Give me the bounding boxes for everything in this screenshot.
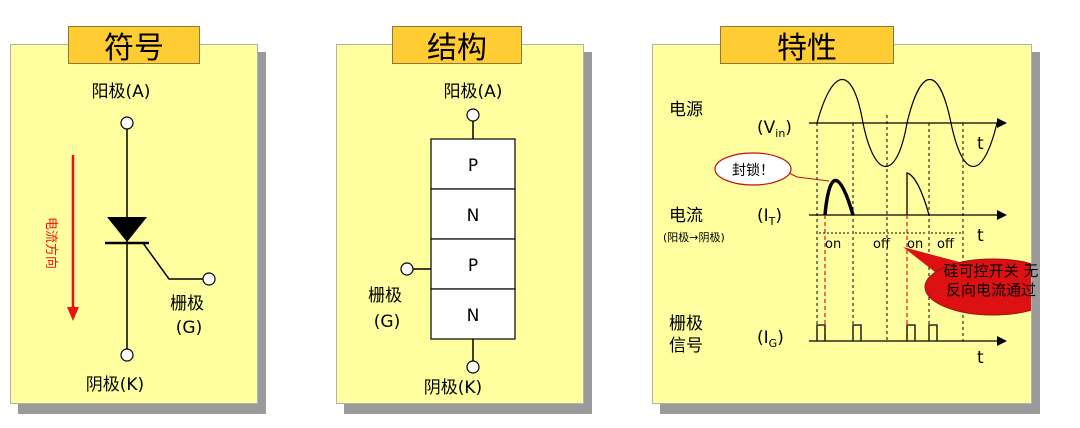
layer-n1 xyxy=(430,188,516,240)
note-text: 硅可控开关 无 反向电流通过 xyxy=(926,262,1056,300)
symbol-title: 符号 xyxy=(68,26,200,66)
interval-off-1: off xyxy=(873,237,891,252)
symbol-gate-label: 栅极 xyxy=(170,294,204,314)
current-sublabel: (阳极→阴极) xyxy=(663,230,725,244)
block-callout-bubble xyxy=(714,152,792,186)
ig-label: (IG) xyxy=(757,328,784,350)
ig-pulse-4 xyxy=(928,324,938,341)
symbol-gate-sub: (G) xyxy=(176,318,202,338)
layer-n1-label: N xyxy=(467,206,480,226)
it-pulse-2 xyxy=(906,172,930,216)
current-label: 电流 xyxy=(669,206,703,226)
anode-terminal xyxy=(120,116,134,130)
gate-terminal xyxy=(202,272,216,286)
ig-pulse-2 xyxy=(852,324,862,341)
layer-p2-label: P xyxy=(468,256,478,276)
gate-signal-label-2: 信号 xyxy=(669,336,703,356)
note-line-1: 硅可控开关 无 xyxy=(943,262,1039,280)
pnpn-structure-diagram: 阳极(A) P N P N 栅极 (G) 阴极(K) xyxy=(368,82,516,398)
ig-pulse-1 xyxy=(816,324,826,341)
structure-cathode-label: 阴极(K) xyxy=(424,378,482,398)
structure-title: 结构 xyxy=(392,26,522,66)
t-label-it: t xyxy=(977,226,984,246)
current-direction-label: 电流方向 xyxy=(43,217,59,269)
ig-pulse-3 xyxy=(906,324,916,341)
diode-triangle xyxy=(107,217,147,242)
symbol-cathode-label: 阴极(K) xyxy=(86,375,144,395)
structure-cathode-terminal xyxy=(466,360,480,374)
layer-n2-label: N xyxy=(467,306,480,326)
thyristor-waveforms: 电源 (Vin) 电流 (阳极→阴极) (IT) 栅极 信号 (IG) t t … xyxy=(663,78,1062,368)
structure-gate-label: 栅极 xyxy=(368,286,402,306)
layer-n2 xyxy=(430,288,516,340)
vin-sine-wave xyxy=(816,78,998,168)
block-callout-text: 封锁！ xyxy=(732,163,774,179)
interval-on-2: on xyxy=(907,237,923,252)
layer-p1 xyxy=(430,138,516,190)
structure-anode-label: 阳极(A) xyxy=(444,82,503,102)
structure-anode-terminal xyxy=(466,108,480,122)
cathode-terminal xyxy=(120,348,134,362)
characteristic-title: 特性 xyxy=(720,26,894,66)
it-pulse-1 xyxy=(823,178,855,216)
structure-gate-sub: (G) xyxy=(374,312,400,332)
t-label-vin: t xyxy=(977,134,984,154)
power-label: 电源 xyxy=(669,100,703,120)
t-label-ig: t xyxy=(977,348,984,368)
thyristor-symbol-diagram: 阳极(A) 栅极 (G) 阴极(K) 电流方向 xyxy=(43,82,216,395)
current-direction-arrowhead xyxy=(67,307,79,321)
vin-label: (Vin) xyxy=(757,118,792,140)
symbol-anode-label: 阳极(A) xyxy=(92,82,151,102)
characteristic-panel: 电源 (Vin) 电流 (阳极→阴极) (IT) 栅极 信号 (IG) t t … xyxy=(652,44,1062,404)
gate-lead xyxy=(142,242,203,280)
interval-on-1: on xyxy=(825,237,841,252)
it-label: (IT) xyxy=(757,206,782,228)
structure-panel: 阳极(A) P N P N 栅极 (G) 阴极(K) xyxy=(336,44,584,404)
structure-gate-terminal xyxy=(400,262,414,276)
note-line-2: 反向电流通过 xyxy=(945,281,1036,299)
interval-off-2: off xyxy=(937,237,955,252)
symbol-panel: 阳极(A) 栅极 (G) 阴极(K) 电流方向 xyxy=(10,44,258,404)
layer-p1-label: P xyxy=(468,156,478,176)
gate-signal-label: 栅极 xyxy=(669,314,703,334)
